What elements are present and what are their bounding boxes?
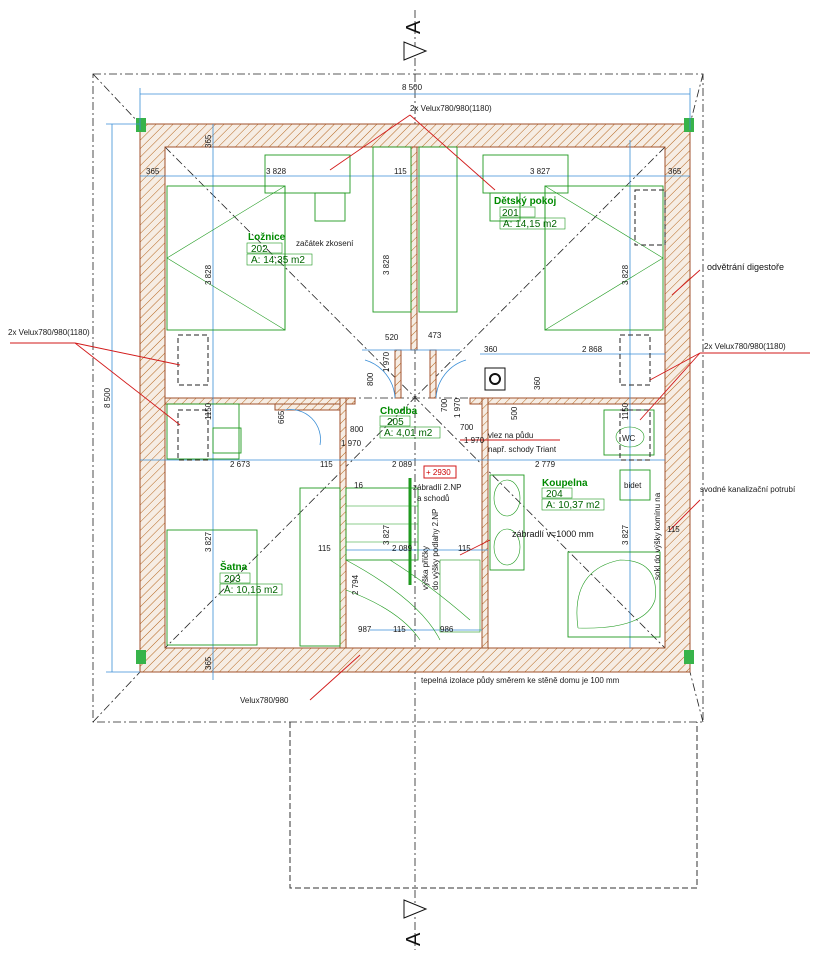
note-odvetrani: odvětrání digestoře — [707, 262, 784, 272]
dim-3827-vert-mid: 3 827 — [382, 524, 391, 545]
svg-text:Ložnice: Ložnice — [248, 232, 286, 243]
svg-text:202: 202 — [251, 244, 268, 255]
dim-520: 520 — [385, 333, 399, 342]
dim-665-vert: 665 — [277, 410, 286, 424]
dim-3828-left: 3 828 — [266, 167, 287, 176]
note-velux-left: 2x Velux780/980(1180) — [8, 328, 90, 337]
svg-text:A: 14,15 m2: A: 14,15 m2 — [503, 219, 557, 230]
roof-outline — [92, 10, 704, 950]
section-mark-top: A — [403, 20, 425, 34]
dim-3828-vert-left: 3 828 — [204, 264, 213, 285]
dim-360: 360 — [484, 345, 498, 354]
room-detsky-pokoj: Dětský pokoj 201 A: 14,15 m2 — [494, 196, 566, 230]
dim-overall-height: 8 500 — [103, 387, 112, 408]
label-wc: WC — [622, 434, 636, 443]
dim-800-vert: 800 — [366, 372, 375, 386]
dim-1970: 1 970 — [341, 439, 362, 448]
dim-115-bottom: 115 — [393, 625, 406, 634]
note-zabradli-np: zábradlí 2.NP — [413, 483, 461, 492]
label-bidet: bidet — [624, 481, 642, 490]
svg-text:A: 10,37 m2: A: 10,37 m2 — [546, 500, 600, 511]
note-izolace: tepelná izolace půdy směrem ke stěně dom… — [421, 676, 620, 685]
dim-115-left: 115 — [320, 460, 333, 469]
note-pricky-2: do výšky podlahy 2.NP — [431, 509, 440, 590]
svg-text:A: 10,16 m2: A: 10,16 m2 — [224, 585, 278, 596]
svg-text:Koupelna: Koupelna — [542, 478, 588, 489]
dim-700-vert: 700 — [440, 398, 449, 412]
dim-1150-right: 1150 — [621, 402, 630, 420]
svg-text:Šatna: Šatna — [220, 560, 248, 573]
note-pricky: výška příčky — [421, 546, 430, 590]
svg-text:201: 201 — [502, 208, 519, 219]
interior-walls — [164, 146, 666, 649]
svg-text:A: 14,35 m2: A: 14,35 m2 — [251, 255, 305, 266]
dim-360-vert: 360 — [533, 376, 542, 390]
svg-text:A: 4,01 m2: A: 4,01 m2 — [384, 428, 433, 439]
dim-3828-vert-mid: 3 828 — [382, 254, 391, 275]
dim-overall-width: 8 500 — [402, 83, 423, 92]
room-koupelna: Koupelna 204 A: 10,37 m2 — [541, 478, 605, 511]
svg-text:204: 204 — [546, 489, 563, 500]
dim-3827-vert-left: 3 827 — [204, 531, 213, 552]
note-zabradli-v: zábradlí v=1000 mm — [512, 529, 594, 539]
dim-115-stair-right: 115 — [458, 544, 471, 553]
dim-2089-b: 2 089 — [392, 544, 413, 553]
door-arcs — [284, 359, 467, 446]
dim-1150-left: 1150 — [204, 402, 213, 420]
garage-outline — [289, 722, 698, 889]
dim-115-right: 115 — [667, 525, 680, 534]
svg-text:Chodba: Chodba — [380, 406, 418, 417]
dim-2089: 2 089 — [392, 460, 413, 469]
dim-3828-vert-right: 3 828 — [621, 264, 630, 285]
furniture — [166, 146, 664, 647]
section-markers — [403, 41, 428, 919]
dim-3827-vert-right: 3 827 — [621, 524, 630, 545]
dim-2673: 2 673 — [230, 460, 251, 469]
dim-800: 800 — [350, 425, 364, 434]
dim-986: 986 — [440, 625, 454, 634]
dim-365-top-left: 365 — [146, 167, 160, 176]
dim-365-vert-top: 365 — [204, 134, 213, 148]
room-chodba: Chodba 205 A: 4,01 m2 — [379, 406, 441, 439]
leader-lines — [10, 114, 810, 701]
dim-115-stair-left: 115 — [318, 544, 331, 553]
dim-365-top-right: 365 — [668, 167, 682, 176]
note-velux-bottom: Velux780/980 — [240, 696, 289, 705]
dim-987: 987 — [358, 625, 372, 634]
dim-16: 16 — [354, 481, 363, 490]
note-vlez: vlez na půdu — [488, 431, 533, 440]
svg-text:203: 203 — [224, 574, 241, 585]
note-kominu: sokl do výšky komínu na — [653, 492, 662, 580]
dim-3827-right: 3 827 — [530, 167, 551, 176]
room-satna: Šatna 203 A: 10,16 m2 — [219, 560, 283, 596]
dim-500-vert: 500 — [510, 406, 519, 420]
skylights — [177, 189, 666, 461]
dim-1970-b: 1 970 — [464, 436, 485, 445]
note-vlez-2: např. schody Triant — [488, 445, 557, 454]
dimension-lines — [106, 88, 691, 680]
room-loznice: Ložnice 202 A: 14,35 m2 — [246, 232, 313, 266]
note-velux-top: 2x Velux780/980(1180) — [410, 104, 492, 113]
dim-2930: + 2930 — [426, 468, 451, 477]
note-svodne: svodné kanalizační potrubí — [700, 485, 796, 494]
svg-text:Dětský pokoj: Dětský pokoj — [494, 196, 556, 207]
dim-1970-vert: 1 970 — [382, 351, 391, 372]
dim-473: 473 — [428, 331, 442, 340]
exterior-walls — [136, 118, 694, 673]
svg-text:205: 205 — [387, 417, 404, 428]
dim-1970-vert-2: 1 970 — [453, 397, 462, 418]
dim-115-mid: 115 — [394, 167, 407, 176]
dim-365-vert-bottom: 365 — [204, 656, 213, 670]
note-zacatek: začátek zkosení — [296, 239, 354, 248]
section-mark-bottom: A — [403, 932, 425, 946]
dim-2779: 2 779 — [535, 460, 556, 469]
dim-2868: 2 868 — [582, 345, 603, 354]
note-velux-right: 2x Velux780/980(1180) — [704, 342, 786, 351]
note-zabradli-np-2: a schodů — [417, 494, 449, 503]
dim-2794-vert: 2 794 — [351, 574, 360, 595]
dim-700: 700 — [460, 423, 474, 432]
